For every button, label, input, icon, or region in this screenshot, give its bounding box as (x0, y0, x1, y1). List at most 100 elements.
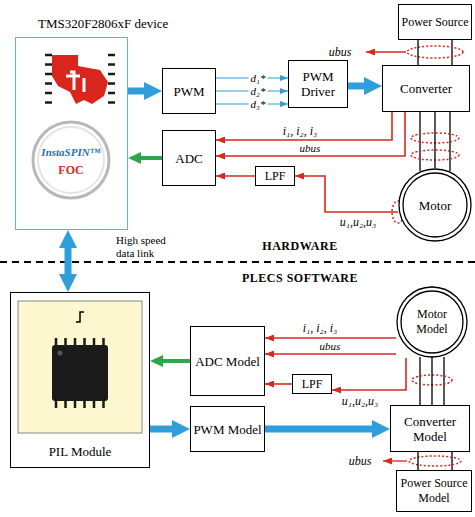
signal-arrow (265, 353, 396, 355)
signal-arrow (216, 175, 255, 177)
signal-name: ubus (327, 46, 354, 59)
node-text: ADC (175, 151, 202, 166)
bus-arrow (366, 51, 406, 52)
signal-arrow (348, 83, 370, 90)
chip-pin (108, 101, 115, 104)
chip-pin (102, 401, 105, 408)
instaspin-ring (38, 127, 104, 193)
chip-pin (108, 54, 115, 57)
process-box: LPF (255, 166, 295, 186)
edge-label: d₂* (249, 85, 268, 98)
node-text: LPF (302, 377, 323, 392)
process-box: PWM Model (190, 406, 265, 452)
motor-circle: Motor (398, 168, 472, 242)
chip-pin (55, 401, 58, 408)
node-text: Power Source (402, 15, 469, 30)
chip-icon (45, 55, 115, 408)
edge-label: d₃* (249, 98, 268, 111)
signal-arrow (265, 383, 292, 385)
signal-arrow (216, 112, 392, 140)
section-label: PLECS SOFTWARE (240, 272, 360, 285)
chip-pin (74, 338, 77, 345)
sense-ellipse (407, 46, 463, 58)
node-text: TMS320F2806xF device (38, 16, 168, 31)
ti-logo (52, 55, 108, 104)
process-box: Converter (382, 65, 470, 112)
signal-arrow (65, 242, 72, 280)
chip-pin (45, 73, 52, 76)
signal-arrow (216, 112, 405, 156)
chip-pin (64, 338, 67, 345)
node-text: ADC Model (195, 354, 260, 369)
node-text: LPF (265, 169, 286, 184)
signal-arrow (128, 88, 150, 95)
edge-label: ubus (298, 142, 323, 155)
chip-pin (102, 338, 105, 345)
chip-pin (74, 401, 77, 408)
node-text: PWM Model (193, 422, 261, 437)
wire (451, 40, 452, 65)
power-wire (417, 40, 418, 65)
edge-label: High speed data link (114, 234, 188, 260)
device-box: TMS320F2806xF device (15, 37, 128, 230)
instaspin-logo (33, 122, 109, 198)
edge-label: ubus (318, 340, 343, 353)
edge-label: u₁,u₂,u₃ (340, 395, 381, 408)
motor-ring (403, 173, 467, 237)
signal-name: ubus (347, 455, 374, 468)
pil-module: PIL Module (10, 292, 150, 468)
process-box: ADC Model (190, 326, 265, 396)
wire (419, 357, 420, 405)
chip-pin (108, 63, 115, 66)
process-box: PWM Driver (288, 60, 348, 108)
chip-pin (93, 401, 96, 408)
chip-pin (83, 401, 86, 408)
section-label: HARDWARE (260, 240, 339, 253)
bus-arrow (383, 460, 407, 461)
chip-pin (45, 92, 52, 95)
node-text: PWM Driver (291, 69, 345, 99)
chip-pin (108, 73, 115, 76)
signal-arrow (265, 426, 378, 433)
logo-text: FOC (56, 164, 85, 177)
signal-arrow (295, 176, 398, 212)
logo-text: InstaSPIN™ (39, 146, 102, 159)
chip-pin (45, 63, 52, 66)
node-text: Motor Model (402, 307, 462, 337)
chip-pin (45, 54, 52, 57)
wire (451, 452, 452, 470)
power-wire (434, 112, 435, 168)
edge-label: u₁,u₂,u₃ (338, 216, 379, 229)
chip-body (52, 345, 108, 401)
chip-pin (64, 401, 67, 408)
chip-dot (58, 351, 63, 356)
sense-ellipse (409, 456, 461, 466)
chip-pin (55, 338, 58, 345)
process-box: Converter Model (390, 405, 470, 452)
chip-pin (83, 338, 86, 345)
motor-ring (397, 287, 467, 357)
chip-pin (108, 92, 115, 95)
node-text: PIL Module (11, 444, 149, 459)
signal-arrow (332, 358, 406, 390)
process-box: ADC (162, 130, 216, 186)
chip-pin (45, 82, 52, 85)
trigger-symbol (76, 312, 84, 322)
process-box: Power Source Model (396, 470, 472, 512)
process-box: LPF (292, 374, 332, 394)
ti-logo-mark (66, 72, 84, 92)
chip-pin (93, 338, 96, 345)
motor-ring (399, 169, 471, 241)
signal-arrow (158, 359, 190, 363)
pil-block (18, 301, 142, 433)
motor-ring (401, 291, 463, 353)
wire (443, 357, 444, 405)
process-box: PWM (162, 68, 216, 114)
motor-circle: Motor Model (396, 286, 468, 358)
power-wire (417, 452, 418, 470)
node-text: Motor (419, 198, 452, 213)
node-text: Converter Model (393, 414, 467, 444)
signal-arrow (136, 156, 162, 160)
edge-label: i₁, i₂, i₃ (281, 125, 320, 138)
chip-pin (108, 82, 115, 85)
